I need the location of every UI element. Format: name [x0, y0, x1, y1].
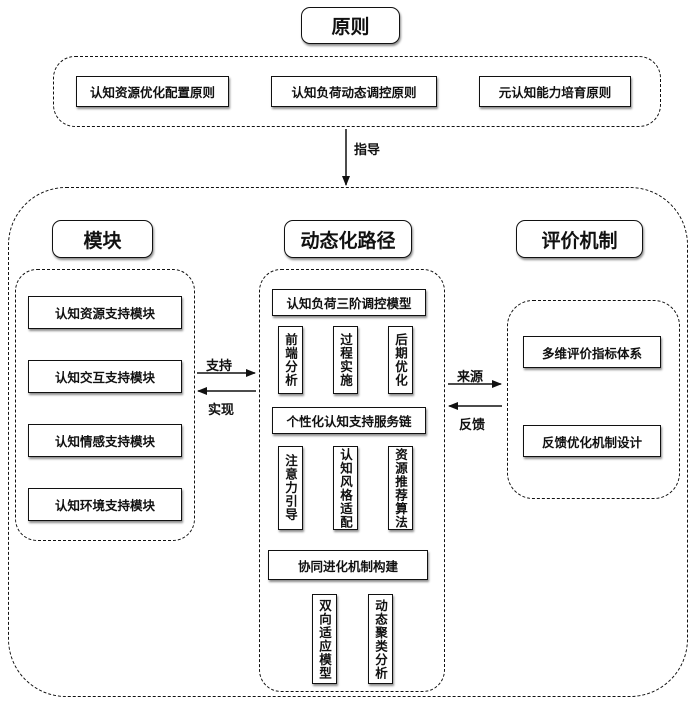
evaluation-item: 多维评价指标体系: [523, 336, 661, 368]
evaluation-container: [507, 300, 680, 499]
module-item: 认知情感支持模块: [28, 424, 182, 457]
path-group-title: 认知负荷三阶调控模型: [272, 289, 426, 316]
path-step: 注意力引导: [278, 446, 303, 530]
path-step: 动态聚类分析: [368, 594, 393, 684]
path-step: 资源推荐算法: [388, 446, 413, 530]
principle-item: 认知资源优化配置原则: [76, 76, 229, 107]
path-step: 认知风格适配: [333, 446, 358, 530]
principle-item: 认知负荷动态调控原则: [271, 76, 437, 107]
realize-label: 实现: [208, 403, 235, 418]
principles-container: [53, 56, 661, 127]
guide-label: 指导: [354, 143, 381, 158]
modules-container: [15, 269, 195, 541]
modules-title: 模块: [52, 220, 153, 258]
support-label: 支持: [206, 359, 233, 374]
principle-item: 元认知能力培育原则: [479, 76, 631, 107]
path-step: 后期优化: [388, 326, 413, 394]
principles-title: 原则: [301, 7, 400, 44]
path-step: 前端分析: [278, 326, 303, 394]
evaluation-item: 反馈优化机制设计: [523, 425, 661, 457]
framework-container: [8, 187, 688, 697]
module-item: 认知资源支持模块: [28, 296, 182, 329]
path-group-title: 个性化认知支持服务链: [272, 407, 426, 434]
source-label: 来源: [457, 370, 484, 385]
path-step: 过程实施: [333, 326, 358, 394]
feedback-label: 反馈: [459, 418, 486, 433]
evaluation-title: 评价机制: [516, 220, 643, 258]
path-title: 动态化路径: [284, 220, 412, 258]
module-item: 认知交互支持模块: [28, 360, 182, 393]
path-container: [259, 269, 445, 692]
path-step: 双向适应模型: [312, 594, 337, 684]
path-group-title: 协同进化机制构建: [268, 550, 428, 580]
module-item: 认知环境支持模块: [28, 488, 182, 521]
